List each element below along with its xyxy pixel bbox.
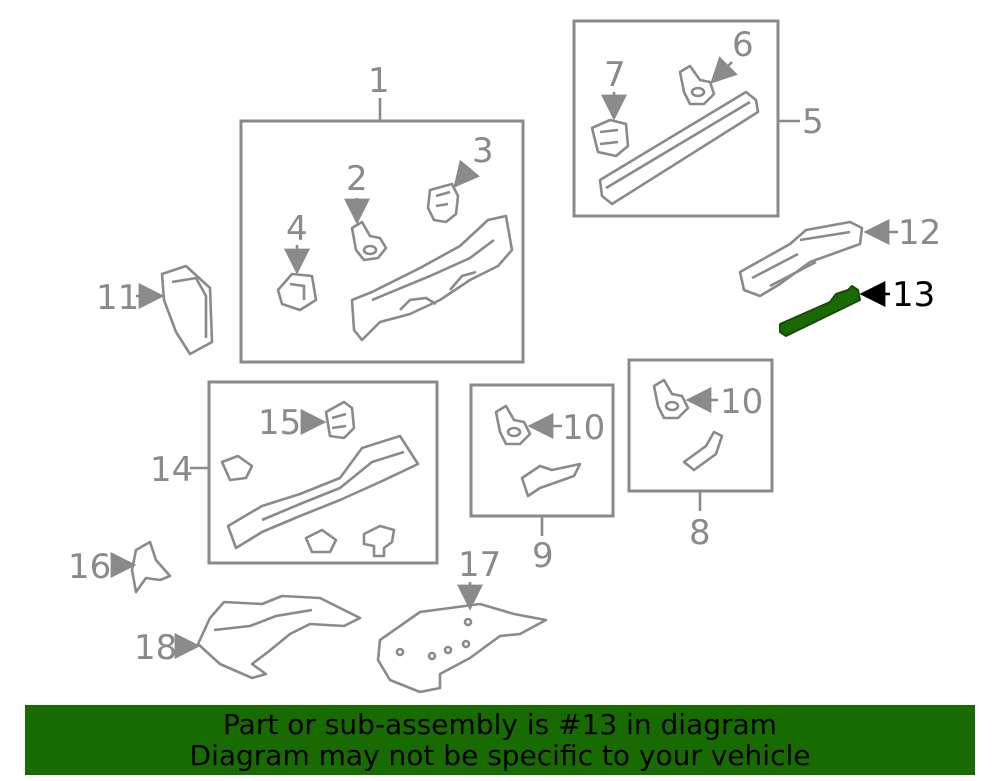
part-12-bracket	[738, 219, 898, 298]
part-18-bracket	[174, 594, 362, 680]
label-3: 3	[472, 131, 494, 171]
part-11-panel	[136, 264, 214, 356]
part-13-strip-highlighted	[779, 281, 890, 337]
label-5: 5	[802, 102, 824, 142]
part-14-bracket	[220, 434, 420, 558]
label-9: 9	[532, 536, 554, 576]
part-10-pin-b	[652, 378, 718, 420]
part-1-bracket	[350, 214, 514, 342]
banner-line-2: Diagram may not be specific to your vehi…	[189, 739, 811, 772]
part-16-bracket	[110, 540, 172, 594]
label-11: 11	[96, 278, 139, 318]
label-13: 13	[892, 275, 935, 315]
group-8-box	[627, 358, 774, 511]
part-15-clip	[300, 400, 356, 440]
part-7-clip	[590, 92, 630, 158]
parts-diagram: 1 2 3 4 5 6 7	[68, 19, 941, 694]
part-8-clip	[682, 430, 724, 472]
label-17: 17	[458, 545, 501, 585]
label-18: 18	[134, 628, 177, 668]
part-6-pin	[678, 56, 738, 106]
label-14: 14	[150, 450, 193, 490]
part-5-strip	[598, 90, 760, 206]
info-banner: Part or sub-assembly is #13 in diagram D…	[25, 705, 975, 775]
label-10b: 10	[720, 382, 763, 422]
group-9-box	[469, 383, 615, 536]
label-12: 12	[898, 213, 941, 253]
part-3-clip	[426, 159, 480, 224]
label-6: 6	[732, 25, 754, 65]
banner-line-1: Part or sub-assembly is #13 in diagram	[223, 708, 777, 741]
part-10-pin-a	[494, 404, 562, 446]
part-2-pin	[344, 198, 388, 262]
label-2: 2	[346, 159, 368, 199]
label-4: 4	[286, 209, 308, 249]
label-7: 7	[604, 55, 626, 95]
part-4-clip	[276, 245, 318, 312]
part-17-panel	[376, 582, 548, 694]
label-16: 16	[68, 547, 111, 587]
label-8: 8	[689, 513, 711, 553]
label-10a: 10	[562, 408, 605, 448]
part-9-clip	[520, 462, 582, 498]
label-15: 15	[258, 403, 301, 443]
label-1: 1	[368, 61, 390, 101]
